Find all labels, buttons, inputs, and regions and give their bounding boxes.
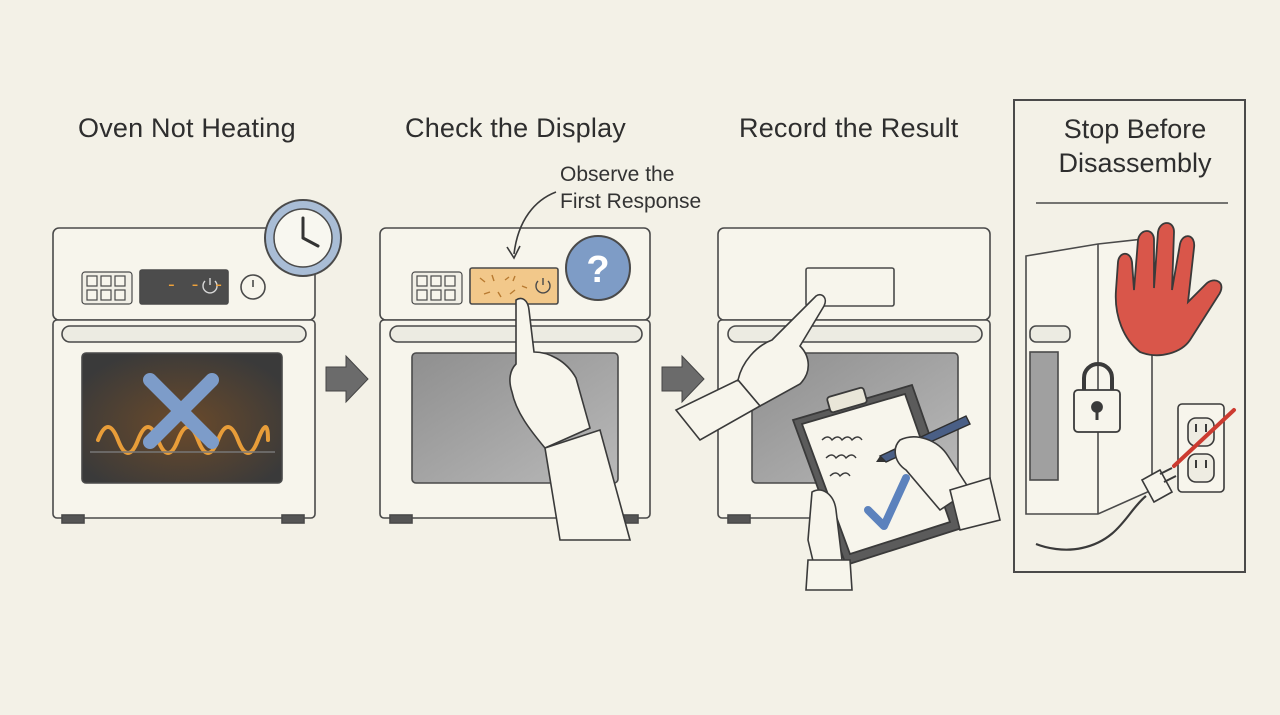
step-4-title-line-1: Stop Before <box>1063 114 1207 144</box>
svg-text:?: ? <box>586 249 609 291</box>
checkmark-icon <box>864 474 910 530</box>
observe-note-line-2: First Response <box>560 190 702 213</box>
display-flicker-marks <box>479 274 528 298</box>
stop-panel-frame <box>1013 99 1246 573</box>
note-arrow <box>513 191 557 255</box>
step-4-title: Stop Before Disassembly <box>1020 112 1250 180</box>
question-icon: ? <box>565 235 631 301</box>
oven-2-display <box>469 267 559 305</box>
arrow-icon-2 <box>661 354 705 404</box>
step-4-title-line-2: Disassembly <box>1058 148 1212 178</box>
display-dashes: - - - <box>166 276 226 296</box>
oven-3-display <box>805 267 895 307</box>
arrow-icon <box>325 354 369 404</box>
pointing-hand-3 <box>674 293 827 442</box>
cross-icon <box>143 373 219 449</box>
step-2-title: Check the Display <box>405 113 626 143</box>
clock-icon <box>264 199 342 277</box>
observe-note-line-1: Observe the <box>560 163 675 186</box>
step-1-title: Oven Not Heating <box>78 113 296 143</box>
oven-1-handle <box>61 325 307 343</box>
oven-1-display <box>139 269 229 305</box>
padlock-icon <box>1073 362 1121 433</box>
plug-icon <box>1035 467 1177 551</box>
writing-hand <box>894 436 1001 531</box>
outlet-icon <box>1177 403 1225 493</box>
stop-hand-icon <box>1114 222 1223 357</box>
oven-1 <box>52 227 316 524</box>
no-plug-slash <box>1172 408 1236 468</box>
holding-hand <box>805 489 853 591</box>
step-3-title: Record the Result <box>739 113 959 143</box>
observe-note: Observe the First Response <box>560 161 701 215</box>
pointing-hand-2 <box>509 297 632 541</box>
oven-1-buttons <box>81 271 133 305</box>
